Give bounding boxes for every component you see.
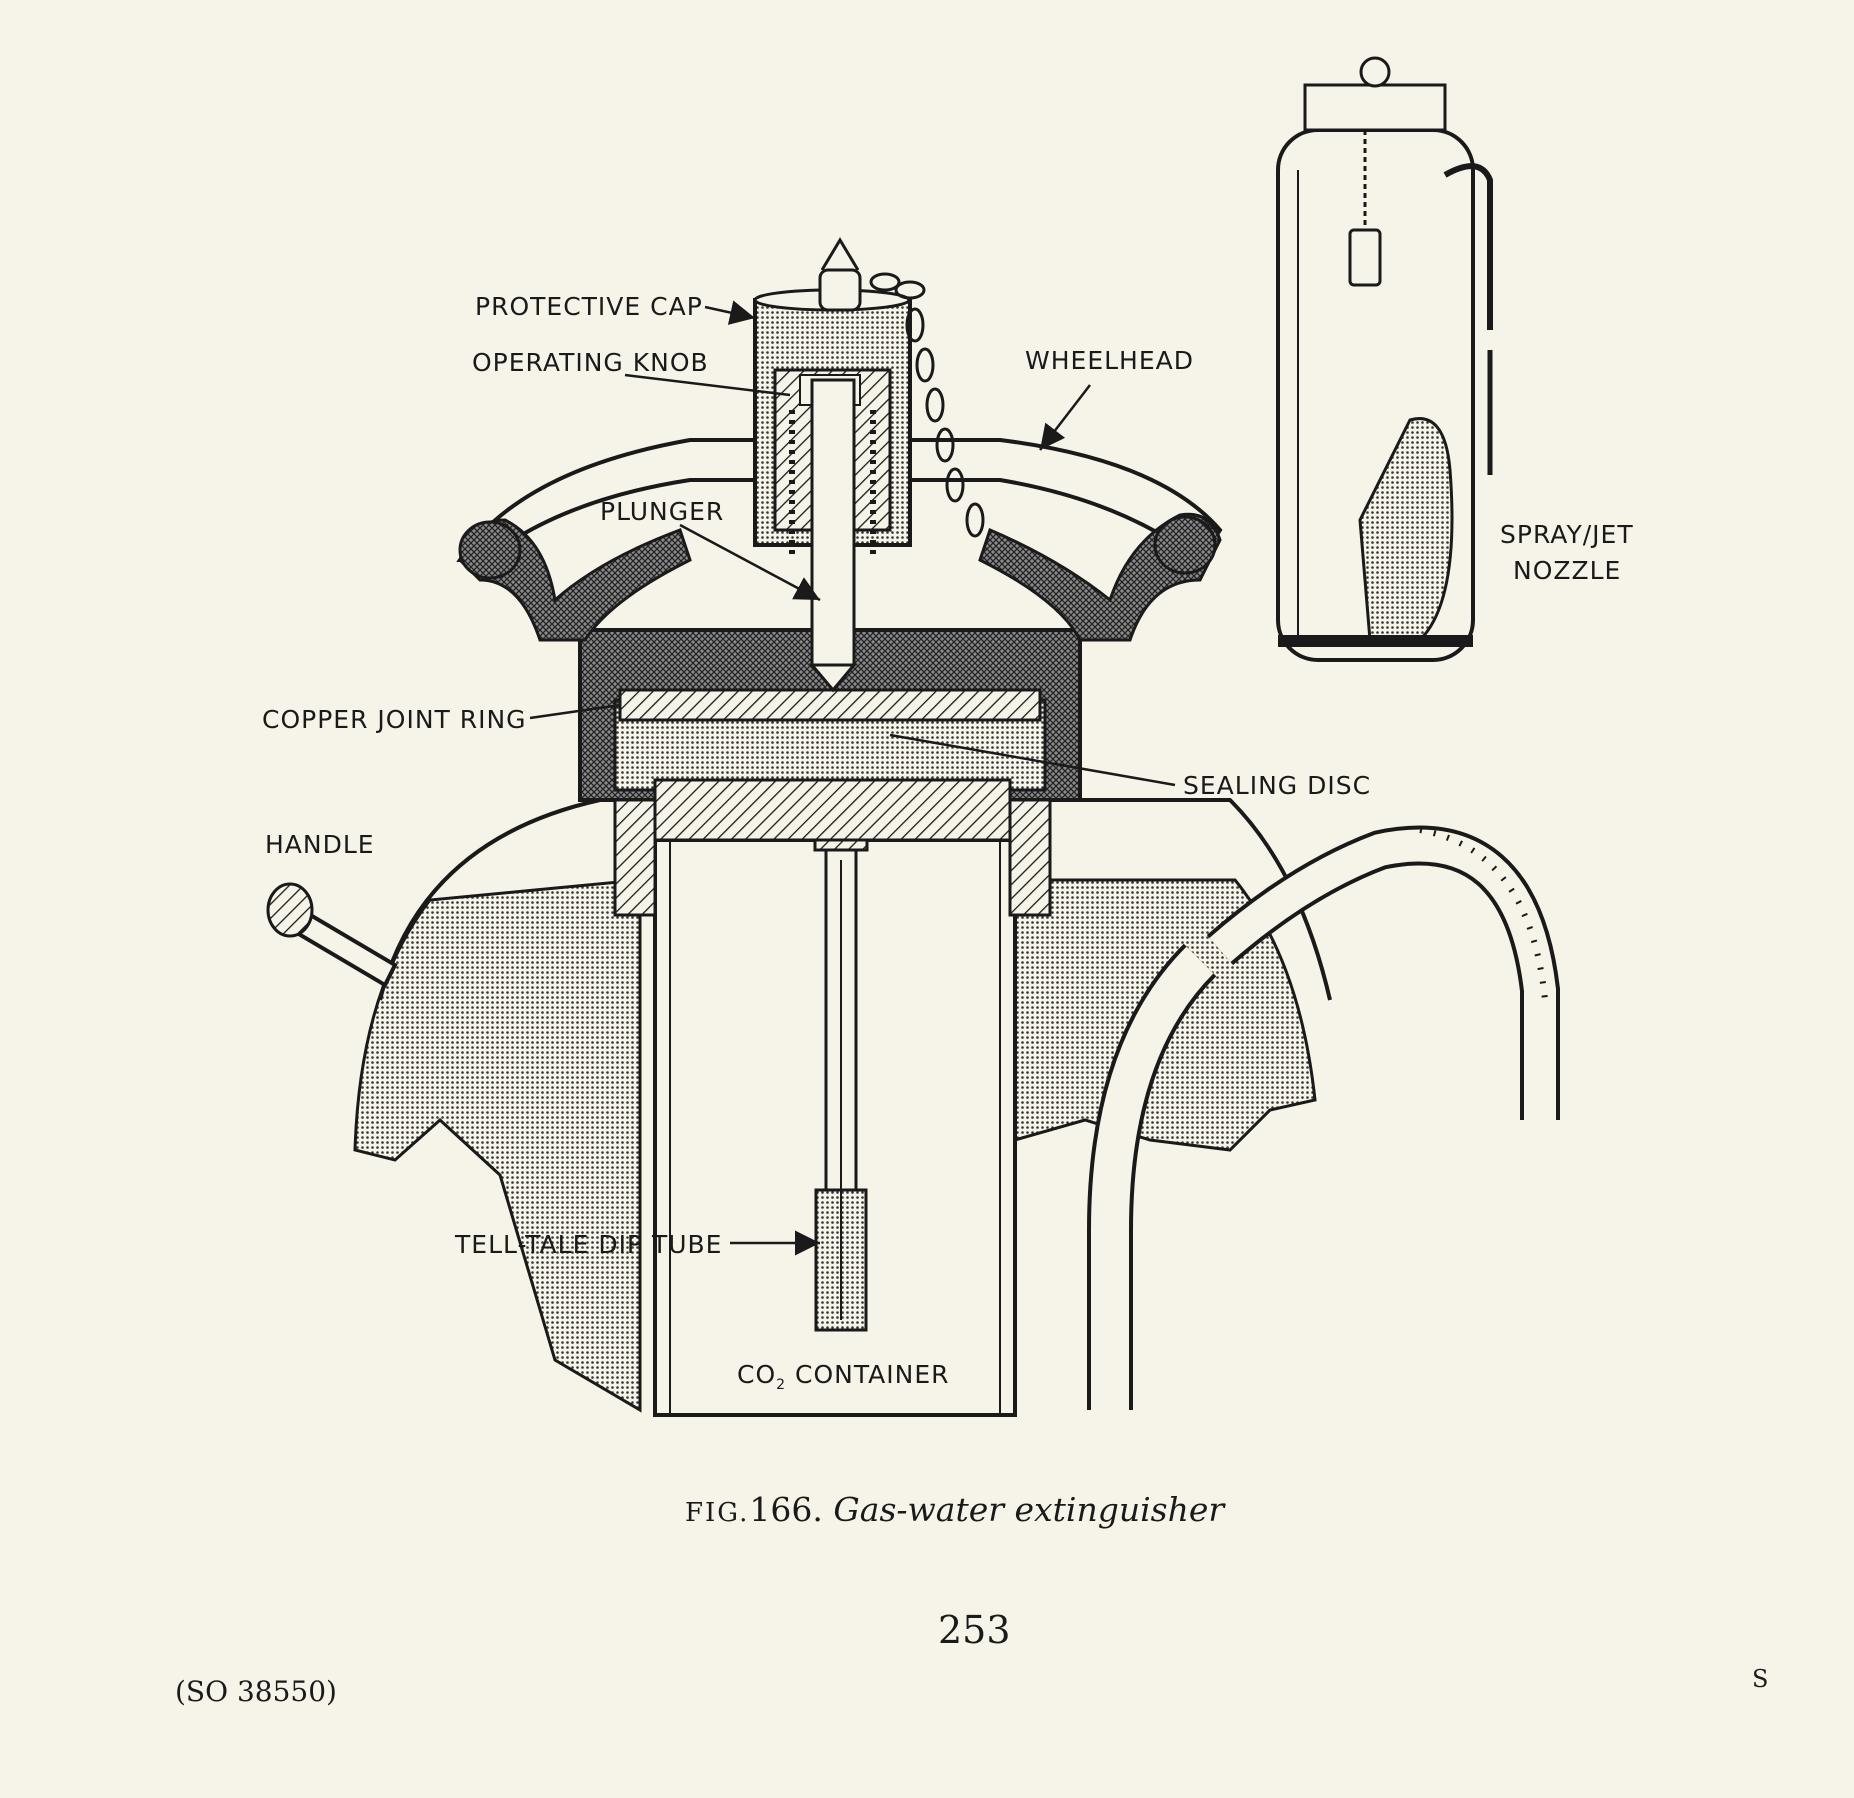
label-sealing-disc: SEALING DISC: [1183, 771, 1372, 800]
co2-subscript: 2: [776, 1377, 787, 1393]
label-copper-joint-ring: COPPER JOINT RING: [262, 705, 527, 734]
label-tell-tale-dip-tube: TELL-TALE DIP TUBE: [455, 1230, 723, 1259]
co2-prefix: CO: [737, 1360, 777, 1389]
small-extinguisher: [1276, 56, 1493, 662]
label-plunger: PLUNGER: [600, 497, 725, 526]
page-number: 253: [938, 1608, 1011, 1652]
hose: [1087, 825, 1560, 1410]
wheelhead: [456, 438, 1223, 642]
caption-number: 166.: [749, 1490, 823, 1529]
plunger: [808, 378, 858, 693]
signature-mark: S: [1752, 1665, 1769, 1693]
figure-caption: FIG.166. Gas-water extinguisher: [685, 1490, 1224, 1529]
label-operating-knob: OPERATING KNOB: [472, 348, 709, 377]
chain: [869, 272, 985, 538]
co2-suffix: CONTAINER: [786, 1360, 950, 1389]
handle: [266, 882, 398, 988]
label-spray-jet: SPRAY/JET: [1500, 520, 1634, 549]
reference-code: (SO 38550): [175, 1675, 337, 1708]
label-co2-container: CO2 CONTAINER: [737, 1360, 950, 1393]
label-handle: HANDLE: [265, 830, 375, 859]
label-wheelhead: WHEELHEAD: [1025, 346, 1194, 375]
caption-fig: FIG.: [685, 1498, 750, 1528]
caption-title: Gas-water extinguisher: [833, 1490, 1225, 1529]
label-protective-cap: PROTECTIVE CAP: [475, 292, 703, 321]
label-nozzle: NOZZLE: [1513, 556, 1622, 585]
leader-lines: [529, 300, 1176, 1256]
head-body: [578, 628, 1082, 917]
